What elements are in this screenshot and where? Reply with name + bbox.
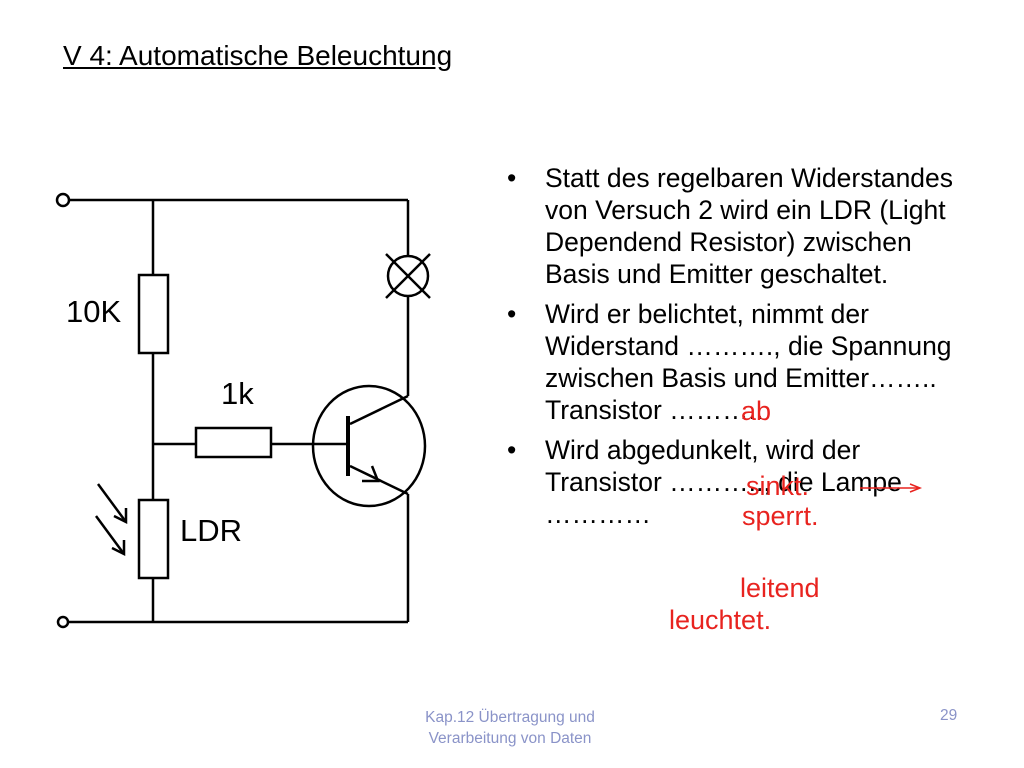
bullet-list: • Statt des regelbaren Widerstandes von …	[507, 162, 977, 538]
resistor-1k	[194, 426, 273, 459]
annotation-sinkt: sinkt.	[746, 471, 810, 501]
footer-chapter: Kap.12 Übertragung und Verarbeitung von …	[360, 707, 660, 749]
label-1k: 1k	[221, 376, 254, 411]
bullet-dot: •	[507, 163, 517, 193]
footer-line-2: Verarbeitung von Daten	[428, 730, 592, 747]
bullet-text: Statt des regelbaren Widerstandes von Ve…	[545, 163, 954, 289]
label-ldr: LDR	[180, 513, 243, 548]
slide-title: V 4: Automatische Beleuchtung	[63, 40, 453, 71]
resistor-10k	[137, 273, 170, 355]
page-number: 29	[940, 707, 958, 724]
bullet-item: • Wird abgedunkelt, wird der Transistor …	[507, 434, 977, 530]
bullet-dot: •	[507, 435, 517, 465]
label-10k: 10K	[66, 294, 122, 329]
bullet-text: Wird abgedunkelt, wird der Transistor ………	[545, 435, 902, 529]
annotation-leuchtet: leuchtet.	[669, 605, 772, 635]
footer-line-1: Kap.12 Übertragung und	[425, 709, 595, 726]
annotation-sperrt: sperrt.	[742, 501, 819, 531]
ldr-resistor	[137, 498, 170, 580]
annotation-leitend: leitend	[740, 573, 820, 603]
transistor-npn	[311, 384, 427, 508]
bottom-terminal	[56, 615, 70, 629]
bullet-item: • Wird er belichtet, nimmt der Widerstan…	[507, 298, 977, 426]
top-terminal	[55, 192, 71, 208]
bullet-item: • Statt des regelbaren Widerstandes von …	[507, 162, 977, 290]
annotation-ab: ab	[741, 396, 772, 426]
bullet-text: Wird er belichtet, nimmt der Widerstand …	[545, 299, 952, 425]
bullet-dot: •	[507, 299, 517, 329]
